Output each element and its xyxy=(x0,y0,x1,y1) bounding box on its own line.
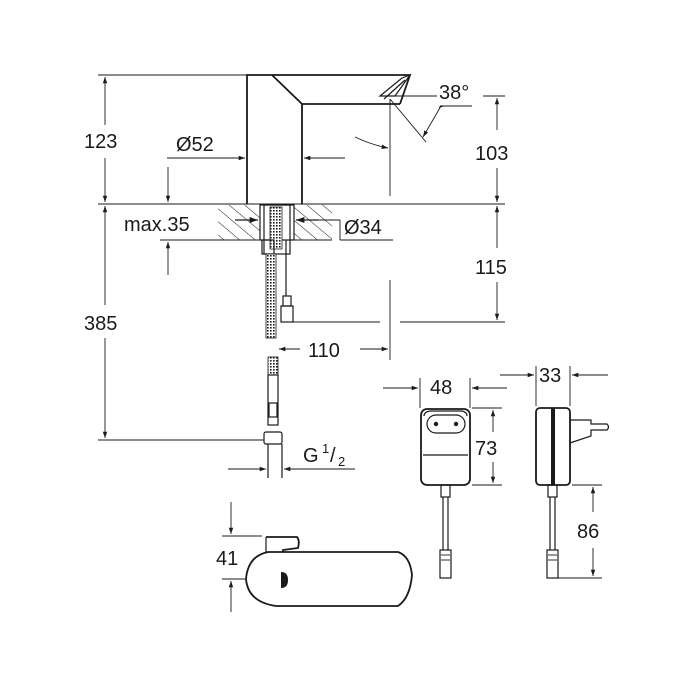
supply-hoses xyxy=(263,240,380,478)
sensor-window-icon xyxy=(281,572,288,588)
plug-socket-outline xyxy=(426,414,466,434)
dim-label-86: 86 xyxy=(577,521,599,543)
dim-label-thread-den: 2 xyxy=(338,454,345,469)
dim-label-73: 73 xyxy=(475,438,497,460)
dimension-86: 86 xyxy=(558,484,602,579)
dim-label-thread-g: G xyxy=(303,445,319,467)
dim-label-41: 41 xyxy=(216,548,238,570)
top-view-spout-body xyxy=(245,551,413,607)
plug-prong xyxy=(569,419,610,444)
dimension-123: 123 xyxy=(84,77,117,202)
dim-label-33: 33 xyxy=(539,365,561,387)
dimension-48: 48 xyxy=(383,377,507,408)
mounting-shank xyxy=(235,204,318,255)
deck-section xyxy=(218,205,332,241)
dimension-103: 103 xyxy=(475,95,508,202)
dimension-73: 73 xyxy=(472,407,502,486)
dim-label-110: 110 xyxy=(308,340,340,362)
dim-label-385: 385 xyxy=(84,313,117,335)
dimension-spout-angle: 38° xyxy=(354,82,472,196)
dim-label-angle-38: 38° xyxy=(439,82,469,104)
dimension-385: 385 xyxy=(84,206,264,441)
dimension-110: 110 xyxy=(278,280,391,362)
dim-label-123: 123 xyxy=(84,131,117,153)
dimension-diameter-34: Ø34 xyxy=(318,217,393,241)
faucet-side-view: 123 Ø52 max.35 xyxy=(84,73,508,478)
power-adapter-front-view: 48 73 xyxy=(383,377,507,579)
dim-label-diameter-52: Ø52 xyxy=(176,134,214,156)
dimension-115: 115 xyxy=(400,206,507,323)
power-adapter-side-view: 33 86 xyxy=(500,365,610,579)
dim-label-103: 103 xyxy=(475,143,508,165)
dimension-33: 33 xyxy=(500,365,608,406)
faucet-top-view: 41 xyxy=(216,502,413,612)
dimension-diameter-52: Ø52 xyxy=(167,134,345,161)
dim-label-diameter-34: Ø34 xyxy=(344,217,382,239)
top-view-control-tab xyxy=(266,536,300,552)
faucet-body xyxy=(246,73,412,204)
dim-label-thread-num: 1 xyxy=(322,441,329,456)
dim-label-max-35: max.35 xyxy=(124,214,190,236)
dimension-thread-g-half: G 1 / 2 xyxy=(228,441,355,472)
dim-label-115: 115 xyxy=(475,257,507,279)
dimension-41: 41 xyxy=(216,502,262,612)
thread-fraction-slash: / xyxy=(330,445,336,467)
dim-label-48: 48 xyxy=(430,377,452,399)
